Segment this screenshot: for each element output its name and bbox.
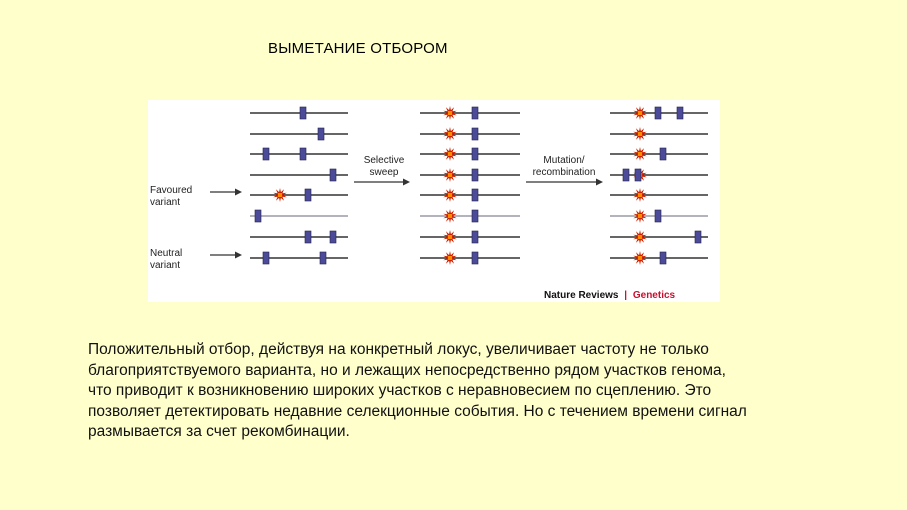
- allele-marker: [622, 168, 630, 182]
- mutation-core: [638, 214, 642, 218]
- body-line: благоприятствуемого варианта, но и лежащ…: [88, 361, 726, 379]
- arrow-head-icon: [403, 178, 410, 186]
- body-line: Положительный отбор, действуя на конкрет…: [88, 341, 709, 358]
- mutation-core: [638, 132, 642, 136]
- mutation-core: [448, 152, 452, 156]
- allele-marker: [471, 251, 479, 265]
- mutation-core: [638, 111, 642, 115]
- neutral-variant-label-line1: Neutral: [150, 248, 182, 259]
- allele-marker: [471, 168, 479, 182]
- body-line: позволяет детектировать недавние селекци…: [88, 402, 747, 420]
- allele-marker: [262, 251, 270, 265]
- arrow-head-icon: [596, 178, 603, 186]
- allele-marker: [299, 106, 307, 120]
- credit-separator: |: [624, 290, 627, 301]
- allele-marker: [471, 230, 479, 244]
- mutation-core: [638, 152, 642, 156]
- mutation-recombination-label-line1: Mutation/: [543, 155, 584, 166]
- allele-marker: [329, 230, 337, 244]
- arrow-head-icon: [235, 188, 242, 196]
- body-paragraph: Положительный отбор, действуя на конкрет…: [88, 340, 878, 443]
- credit-journal: Nature Reviews: [544, 290, 619, 301]
- mutation-core: [278, 193, 282, 197]
- allele-marker: [299, 147, 307, 161]
- mutation-core: [638, 235, 642, 239]
- selective-sweep-figure: Favoured variant Neutral variant Selecti…: [148, 100, 720, 302]
- mutation-core: [638, 256, 642, 260]
- selective-sweep-label-line2: sweep: [370, 167, 399, 178]
- mutation-core: [448, 173, 452, 177]
- allele-marker: [471, 147, 479, 161]
- mutation-core: [448, 256, 452, 260]
- allele-marker: [304, 188, 312, 202]
- favoured-variant-label-line2: variant: [150, 197, 180, 208]
- allele-marker: [254, 209, 262, 223]
- allele-marker: [654, 209, 662, 223]
- mutation-core: [448, 111, 452, 115]
- allele-marker: [304, 230, 312, 244]
- allele-marker: [471, 106, 479, 120]
- allele-marker: [317, 127, 325, 141]
- mutation-core: [448, 193, 452, 197]
- allele-marker: [694, 230, 702, 244]
- allele-marker: [471, 127, 479, 141]
- body-line: размывается за счет рекомбинации.: [88, 423, 350, 440]
- allele-marker: [329, 168, 337, 182]
- allele-marker: [319, 251, 327, 265]
- mutation-core: [448, 214, 452, 218]
- allele-marker: [634, 168, 642, 182]
- credit-subject: Genetics: [633, 290, 676, 301]
- favoured-variant-label-line1: Favoured: [150, 185, 192, 196]
- allele-marker: [471, 188, 479, 202]
- mutation-core: [638, 193, 642, 197]
- mutation-core: [448, 235, 452, 239]
- allele-marker: [659, 147, 667, 161]
- allele-marker: [262, 147, 270, 161]
- selective-sweep-label-line1: Selective: [364, 155, 405, 166]
- allele-marker: [471, 209, 479, 223]
- allele-marker: [676, 106, 684, 120]
- body-line: что приводит к возникновению широких уча…: [88, 382, 712, 399]
- figure-credit: Nature Reviews | Genetics: [544, 290, 676, 301]
- slide-title: ВЫМЕТАНИЕ ОТБОРОМ: [268, 40, 448, 57]
- arrow-head-icon: [235, 251, 242, 259]
- allele-marker: [654, 106, 662, 120]
- allele-marker: [659, 251, 667, 265]
- neutral-variant-label-line2: variant: [150, 260, 180, 271]
- mutation-core: [448, 132, 452, 136]
- mutation-recombination-label-line2: recombination: [533, 167, 596, 178]
